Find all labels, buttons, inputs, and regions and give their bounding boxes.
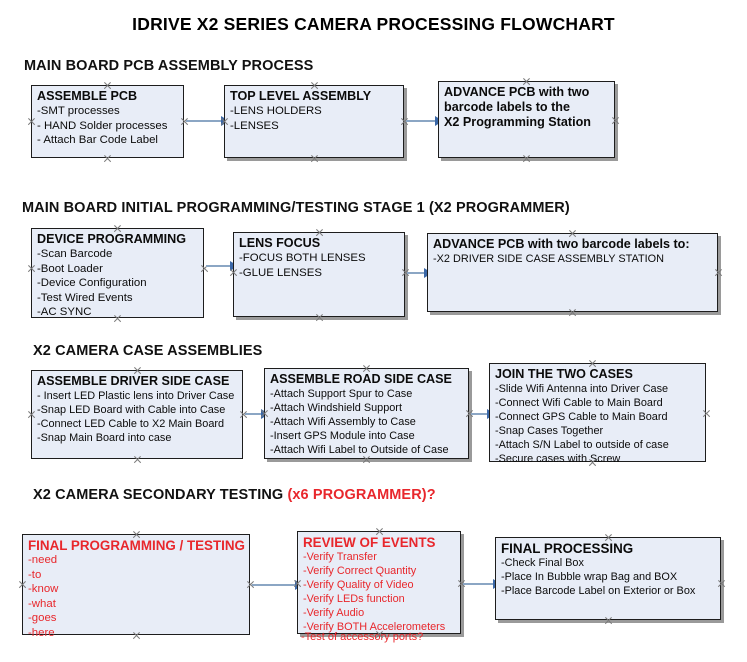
node-title: TOP LEVEL ASSEMBLY [230,89,372,103]
node-assemble-pcb[interactable]: ASSEMBLE PCB -SMT processes - HAND Solde… [31,85,184,158]
node-title: ADVANCE PCB with two [444,85,590,99]
node-line: -Scan Barcode [37,248,113,260]
section-heading-4: X2 CAMERA SECONDARY TESTING (x6 PROGRAMM… [33,487,436,503]
node-line: -need [28,554,58,566]
node-line: -Attach Support Spur to Case [270,388,413,400]
node-line: -LENS HOLDERS [230,105,322,117]
node-line: -AC SYNC [37,306,92,319]
node-final-programming-testing[interactable]: FINAL PROGRAMMING / TESTING -need -to -k… [22,534,250,639]
node-line: -Attach Windshield Support [270,402,402,414]
connector-arrow [206,261,238,271]
node-title: REVIEW OF EVENTS [303,535,436,550]
node-line: -to [28,568,42,581]
node-advance-pcb-driver-side-station[interactable]: ADVANCE PCB with two barcode labels to: … [427,233,718,312]
node-title: LENS FOCUS [239,236,321,250]
node-line: -what [28,597,56,610]
node-line: -Snap LED Board with Cable into Case [37,404,226,416]
node-line: - Insert LED Plastic lens into Driver Ca… [37,390,235,402]
node-line: - HAND Solder processes [37,119,168,132]
node-advance-pcb-programming-station[interactable]: ADVANCE PCB with two barcode labels to t… [438,81,615,158]
node-line: barcode labels to the [444,100,570,114]
node-line: -Connect GPS Cable to Main Board [495,411,668,423]
connector-arrow [406,116,443,126]
node-assemble-driver-side-case[interactable]: ASSEMBLE DRIVER SIDE CASE - Insert LED P… [31,370,243,459]
connector-arrow [407,268,432,278]
node-line: -Attach Wifi Label to Outside of Case [270,444,449,456]
node-line: -Verify Correct Quantity [303,565,417,577]
section-heading-3: X2 CAMERA CASE ASSEMBLIES [33,343,262,359]
node-title: JOIN THE TWO CASES [495,367,633,381]
node-line: -Connect Wifi Cable to Main Board [495,397,663,409]
node-line: - Attach Bar Code Label [37,134,158,147]
node-title: DEVICE PROGRAMMING [37,232,187,246]
node-line: -Snap Main Board into case [37,432,172,444]
node-line: -goes [28,612,57,625]
section-heading-4-suffix: (x6 PROGRAMMER)? [287,487,436,503]
node-line: -Slide Wifi Antenna into Driver Case [495,383,669,395]
node-join-the-two-cases[interactable]: JOIN THE TWO CASES -Slide Wifi Antenna i… [489,363,706,465]
section-heading-2-text: MAIN BOARD INITIAL PROGRAMMING/TESTING S… [22,200,570,216]
node-line: -Verify Quality of Video [303,579,414,591]
connector-arrow [463,579,501,589]
section-heading-3-text: X2 CAMERA CASE ASSEMBLIES [33,343,263,359]
section-heading-1: MAIN BOARD PCB ASSEMBLY PROCESS [24,58,313,74]
node-line: -Attach Wifi Assembly to Case [270,416,416,428]
section-heading-4-text: X2 CAMERA SECONDARY TESTING [33,487,288,503]
section-heading-1-text: MAIN BOARD PCB ASSEMBLY PROCESS [24,58,314,74]
node-line: -Verify BOTH Accelerometers [303,621,446,633]
node-line: -Device Configuration [37,277,147,290]
node-line: -Check Final Box [501,557,584,569]
connector-arrow [245,409,269,419]
node-line: X2 Programming Station [444,115,591,129]
node-title: ASSEMBLE PCB [37,89,138,103]
node-line: -X2 DRIVER SIDE CASE ASSEMBLY STATION [433,253,664,265]
node-title: ASSEMBLE ROAD SIDE CASE [270,372,452,386]
node-final-processing[interactable]: FINAL PROCESSING -Check Final Box -Place… [495,537,721,620]
node-title: FINAL PROCESSING [501,541,634,556]
connector-arrow [186,116,229,126]
node-line: -Place Barcode Label on Exterior or Box [501,585,696,597]
connector-arrow [471,409,495,419]
node-device-programming[interactable]: DEVICE PROGRAMMING -Scan Barcode -Boot L… [31,228,204,318]
node-line: -Test Wired Events [37,291,133,304]
node-line: -GLUE LENSES [239,266,322,279]
node-line: -SMT processes [37,105,120,117]
node-line: -Verify Transfer [303,551,377,563]
node-line: -FOCUS BOTH LENSES [239,252,366,264]
node-line: -Attach S/N Label to outside of case [495,439,669,451]
node-top-level-assembly[interactable]: TOP LEVEL ASSEMBLY -LENS HOLDERS -LENSES [224,85,404,158]
node-line: -Secure cases with Screw [495,453,621,465]
node-assemble-road-side-case[interactable]: ASSEMBLE ROAD SIDE CASE -Attach Support … [264,368,469,459]
node-line: -Insert GPS Module into Case [270,430,415,442]
node-line: -Verify LEDs function [303,593,405,605]
section-heading-2: MAIN BOARD INITIAL PROGRAMMING/TESTING S… [22,200,570,216]
node-line: -Boot Loader [37,262,103,275]
node-line: -here [28,626,55,639]
node-line: -know [28,583,59,596]
node-review-of-events[interactable]: REVIEW OF EVENTS -Verify Transfer -Verif… [297,531,461,634]
page-title: IDRIVE X2 SERIES CAMERA PROCESSING FLOWC… [132,14,615,34]
node-line: -Snap Cases Together [495,425,604,437]
node-overflow-line: -Test of accessory ports? [301,631,424,643]
node-lens-focus[interactable]: LENS FOCUS -FOCUS BOTH LENSES -GLUE LENS… [233,232,405,317]
node-line: -Connect LED Cable to X2 Main Board [37,418,225,430]
connector-arrow [252,580,303,590]
node-title: FINAL PROGRAMMING / TESTING [28,538,245,553]
node-line: -Verify Audio [303,607,365,619]
node-line: -LENSES [230,119,279,132]
node-line: -Place In Bubble wrap Bag and BOX [501,571,678,583]
node-title: ASSEMBLE DRIVER SIDE CASE [37,374,230,388]
node-title: ADVANCE PCB with two barcode labels to: [433,237,690,251]
